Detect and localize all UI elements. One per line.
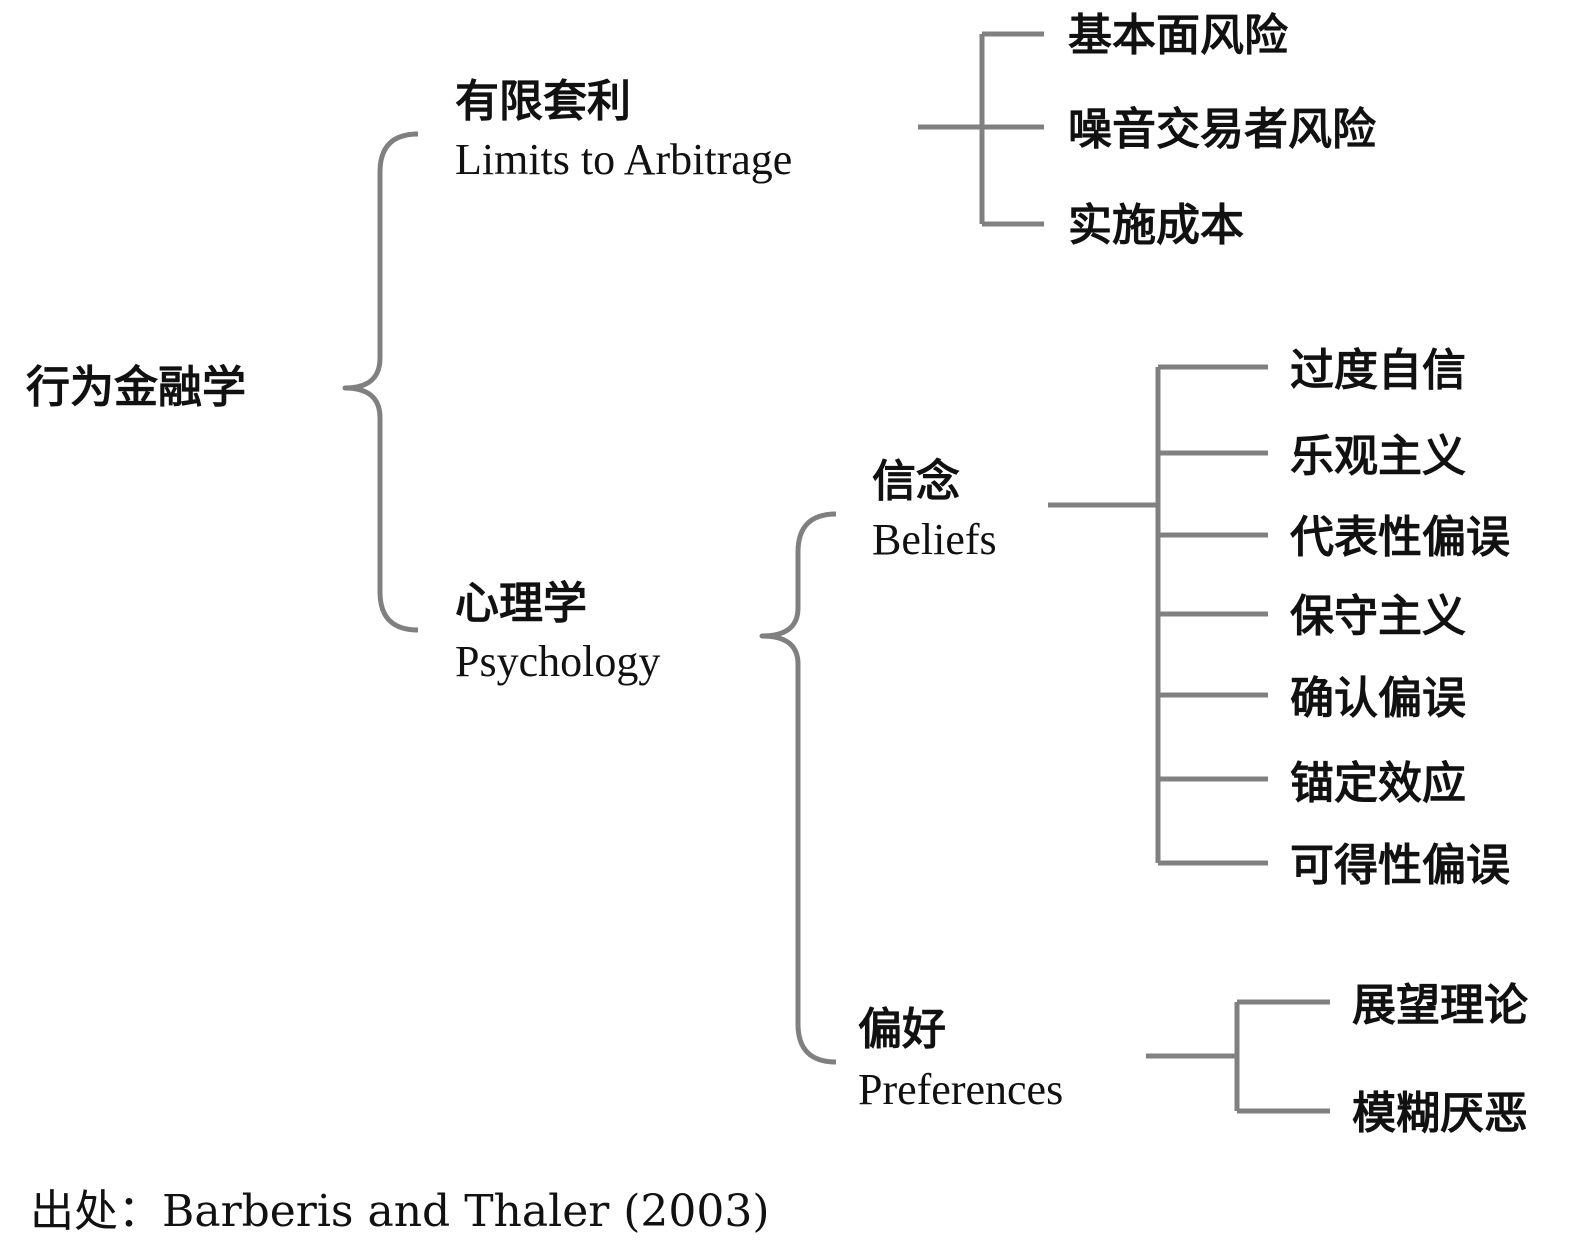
- beliefs-item: 乐观主义: [1290, 431, 1466, 482]
- psychology-label-zh: 心理学: [455, 578, 587, 629]
- limits-item: 基本面风险: [1068, 10, 1288, 61]
- source-note: 出处：Barberis and Thaler (2003): [30, 1186, 770, 1237]
- limits-branch: [918, 31, 1044, 227]
- root-label: 行为金融学: [26, 362, 246, 413]
- beliefs-item: 可得性偏误: [1290, 840, 1510, 891]
- beliefs-item: 保守主义: [1290, 591, 1466, 642]
- beliefs-item: 代表性偏误: [1290, 512, 1510, 563]
- preferences-item: 模糊厌恶: [1352, 1088, 1528, 1139]
- psychology-brace: [759, 511, 837, 1065]
- root-brace: [342, 131, 419, 633]
- preferences-label-zh: 偏好: [858, 1004, 946, 1055]
- limits-label-zh: 有限套利: [455, 76, 631, 127]
- limits-item: 实施成本: [1068, 200, 1244, 251]
- preferences-item: 展望理论: [1352, 980, 1528, 1031]
- beliefs-item: 锚定效应: [1290, 758, 1466, 809]
- preferences-branch: [1146, 999, 1330, 1114]
- beliefs-label-zh: 信念: [872, 456, 960, 507]
- preferences-label-en: Preferences: [858, 1065, 1064, 1114]
- limits-label-en: Limits to Arbitrage: [455, 135, 793, 184]
- beliefs-item: 过度自信: [1290, 345, 1466, 396]
- psychology-label-en: Psychology: [455, 637, 661, 686]
- beliefs-item: 确认偏误: [1290, 673, 1466, 724]
- beliefs-label-en: Beliefs: [872, 515, 997, 564]
- beliefs-branch: [1048, 364, 1268, 866]
- limits-item: 噪音交易者风险: [1068, 104, 1376, 155]
